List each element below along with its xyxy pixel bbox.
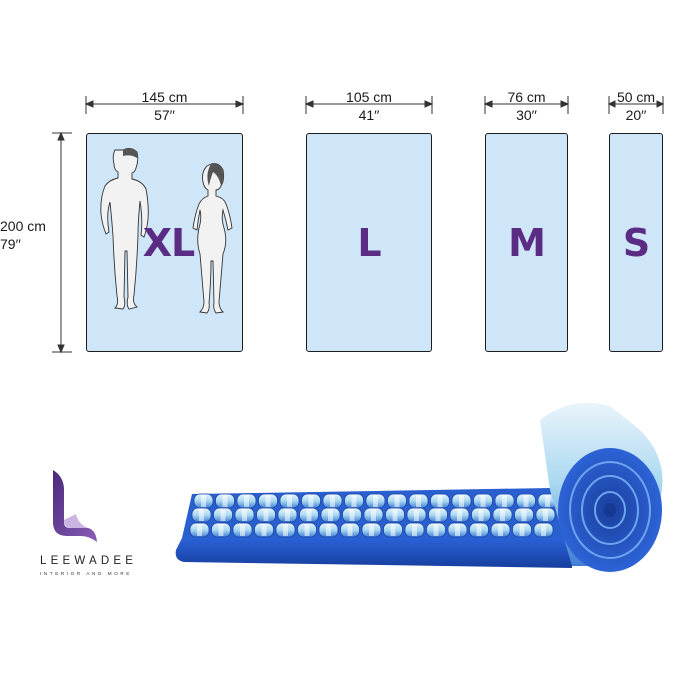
size-box-m: M [485, 133, 568, 352]
mat-cushion-pattern [349, 509, 355, 521]
mat-cushion-pattern [220, 509, 226, 521]
mat-cushion-pattern [502, 495, 507, 507]
mat-cushion-pattern [433, 524, 439, 536]
l-width-in: 41′′ [358, 107, 380, 123]
size-letter-l: L [357, 220, 381, 265]
mat-cushion-pattern [373, 495, 378, 507]
mat-cushion-pattern [416, 495, 421, 507]
mat-cushion-pattern [306, 509, 312, 521]
s-width-in: 20′′ [625, 107, 647, 123]
mat-cushion-pattern [371, 509, 376, 521]
size-letter-m: M [508, 220, 546, 265]
m-width-cm: 76 cm [507, 89, 546, 105]
mat-cushion-pattern [459, 495, 464, 507]
mat-cushion-pattern [392, 509, 398, 521]
mat-cushion-pattern [285, 509, 290, 521]
size-box-l: L [306, 133, 432, 352]
size-letter-xl: XL [142, 220, 196, 265]
mat-cushion-pattern [244, 495, 249, 507]
mat-cushion-pattern [545, 495, 550, 507]
mat-cushion-pattern [435, 509, 441, 521]
mat-cushion-pattern [330, 495, 335, 507]
mat-cushion-pattern [437, 495, 443, 507]
brand-tagline: INTERIOR AND MORE [40, 571, 132, 576]
mat-cushion-pattern [328, 509, 333, 521]
mat-cushion-pattern [240, 524, 245, 536]
brand-name: LEEWADEE [40, 555, 138, 567]
mat-cushion-pattern [476, 524, 482, 536]
size-box-s: S [609, 133, 663, 352]
mat-cushion-pattern [199, 509, 204, 521]
mat-cushion-pattern [412, 524, 417, 536]
mat-cushion-pattern [265, 495, 271, 507]
mat-cushion-pattern [201, 495, 206, 507]
mat-cushion-pattern [457, 509, 462, 521]
mat-cushion-pattern [498, 524, 503, 536]
mat-cushion-pattern [394, 495, 400, 507]
mat-cushion-pattern [283, 524, 288, 536]
mat-cushion-pattern [523, 495, 529, 507]
size-box-xl: XL [86, 133, 243, 352]
leewadee-logo-icon [53, 470, 97, 542]
mat-cushion-pattern [308, 495, 314, 507]
mat-cushion-pattern [351, 495, 357, 507]
l-width-cm: 105 cm [346, 89, 392, 105]
mat-cushion-pattern [263, 509, 269, 521]
height-in: 79′′ [0, 236, 21, 252]
xl-width-cm: 145 cm [141, 89, 188, 105]
people-silhouette-icon [100, 147, 233, 314]
mat-cushion-pattern [414, 509, 419, 521]
mat-cushion-pattern [478, 509, 484, 521]
mat-cushion-pattern [390, 524, 396, 536]
mat-cushion-pattern [541, 524, 546, 536]
mat-cushion-pattern [521, 509, 527, 521]
size-letter-s: S [622, 220, 650, 265]
mat-cushion-pattern [222, 495, 228, 507]
mat-cushion-pattern [218, 524, 224, 536]
mat-cushion-pattern [369, 524, 374, 536]
mat-cushion-pattern [480, 495, 486, 507]
mat-cushion-pattern [519, 524, 525, 536]
height-cm: 200 cm [0, 218, 46, 234]
mat-cushion-pattern [543, 509, 548, 521]
m-width-in: 30′′ [516, 107, 537, 123]
mat-cushion-pattern [261, 524, 267, 536]
mat-cushion-pattern [304, 524, 310, 536]
mat-cushion-pattern [347, 524, 353, 536]
mat-cushion-pattern [197, 524, 202, 536]
rolled-mat-image [175, 403, 663, 572]
mat-cushion-pattern [500, 509, 505, 521]
mat-cushion-pattern [326, 524, 331, 536]
xl-width-in: 57′′ [154, 107, 175, 123]
s-width-cm: 50 cm [616, 89, 656, 105]
mat-cushion-pattern [242, 509, 247, 521]
mat-cushion-pattern [455, 524, 460, 536]
mat-cushion-pattern [287, 495, 292, 507]
